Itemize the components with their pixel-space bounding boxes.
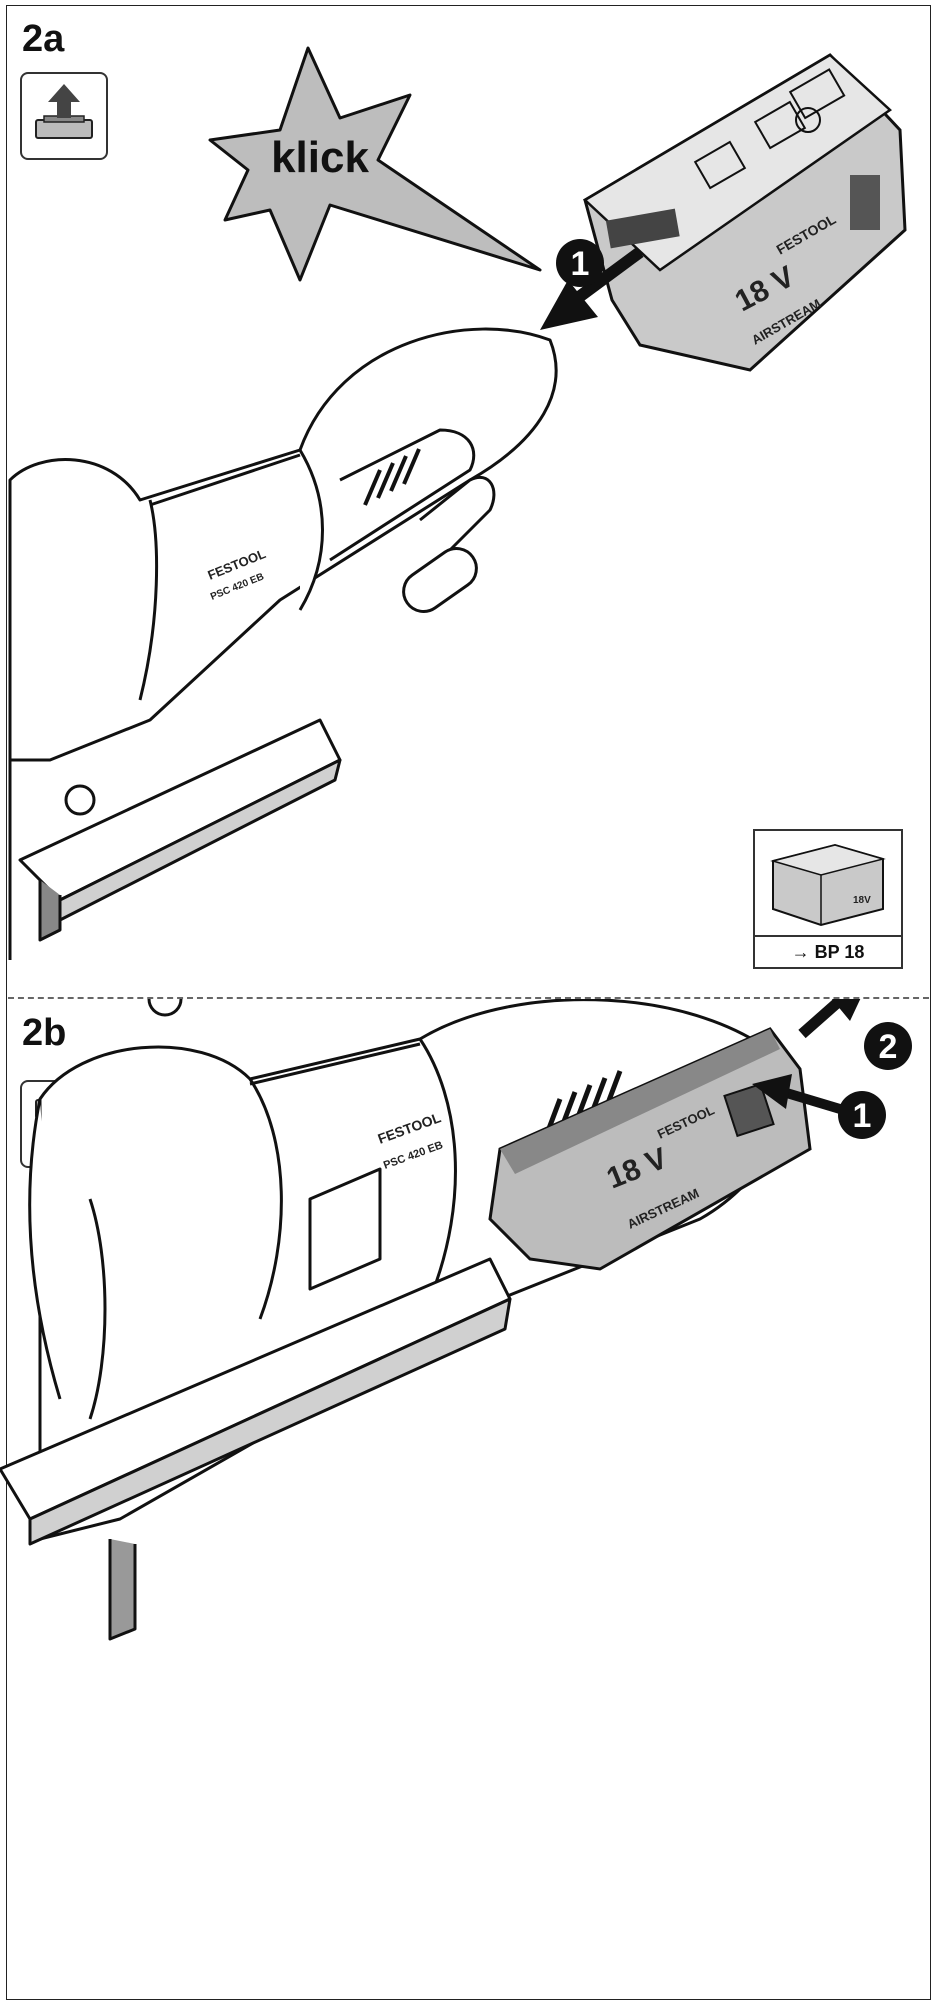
bp18-inset: 18V → BP 18: [753, 829, 903, 969]
battery-insert-icon-graphic: [35, 84, 93, 139]
callout-number-2: 2: [879, 1028, 898, 1066]
battery-insert-up-icon: [20, 72, 108, 160]
insert-arrow: [540, 247, 644, 330]
section-label-2a: 2a: [22, 18, 65, 60]
illustration-2b: FESTOOL 18 V AIRSTREAM FESTOOL PSC 420 E…: [0, 999, 912, 1641]
press-arrow: [752, 1074, 842, 1114]
callout-number-1: 1: [571, 245, 590, 283]
jigsaw-2a: [8, 327, 558, 960]
section-label-2b: 2b: [22, 1012, 67, 1054]
callout-circle-1b: [838, 1091, 886, 1139]
section-divider: [8, 997, 929, 999]
klick-text: klick: [271, 133, 369, 182]
bp18-caption: → BP 18: [755, 935, 901, 967]
page-frame: [6, 5, 931, 2000]
bp18-voltage-label: 18V: [853, 895, 871, 906]
battery-pack-2a: FESTOOL 18 V AIRSTREAM: [582, 53, 907, 372]
callout-circle-1: [556, 239, 604, 287]
callout-number-1b: 1: [853, 1097, 872, 1135]
pull-arrow: [798, 999, 861, 1039]
klick-starburst: [208, 46, 542, 282]
bp18-battery-graphic: 18V: [770, 843, 886, 927]
illustration-2a: klick FESTOOL 18 V AIRSTREAM 1: [8, 46, 907, 960]
callout-circle-2: [864, 1022, 912, 1070]
